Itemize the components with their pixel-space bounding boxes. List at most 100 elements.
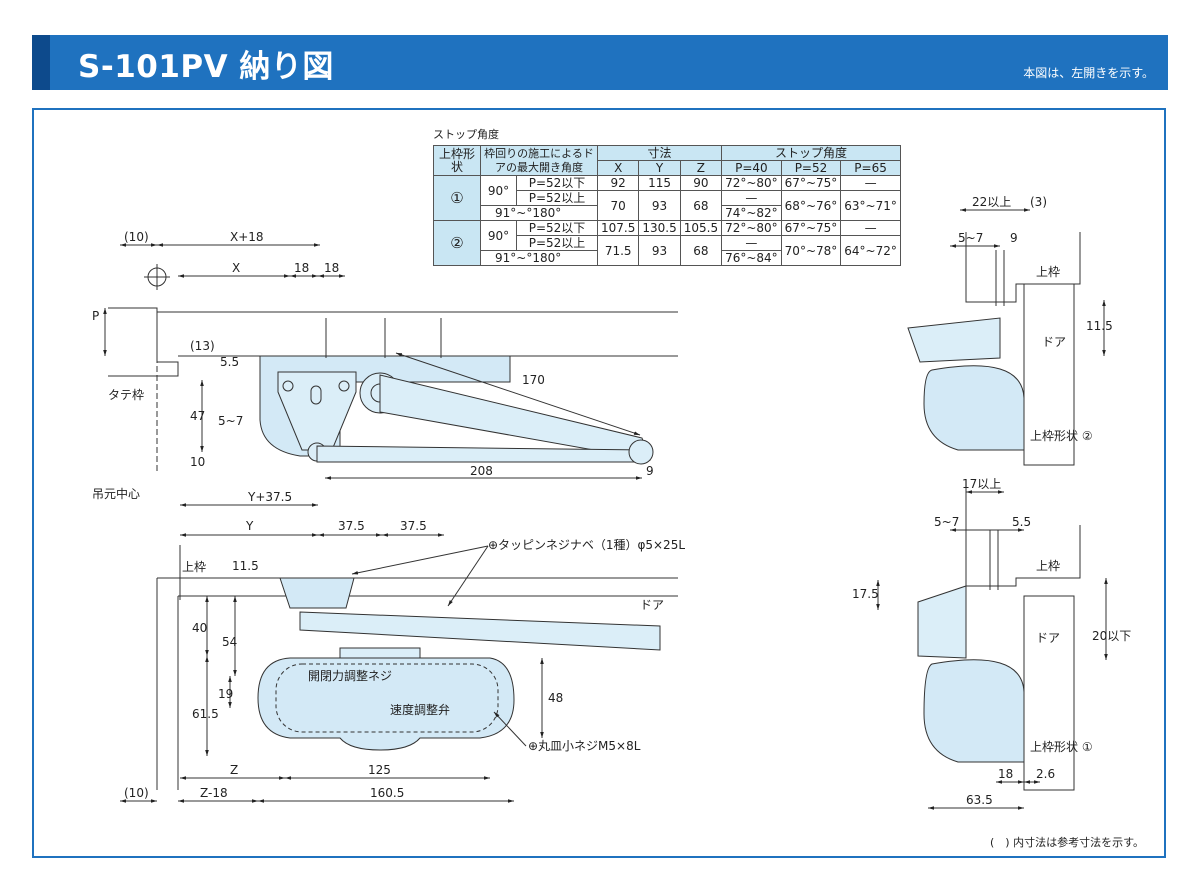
- page-title: S-101PV 納り図: [78, 49, 334, 85]
- dim-115b: 11.5: [1086, 319, 1113, 333]
- door-section-1: [1023, 595, 1075, 791]
- dim-18a: 18: [294, 261, 309, 275]
- table-cell: 68: [679, 235, 723, 266]
- label-adjust-speed: 速度調整弁: [390, 702, 450, 717]
- table-cell: 70: [596, 190, 640, 221]
- table-cell: 90: [679, 175, 723, 191]
- table-cell: 93: [638, 190, 681, 221]
- shape2-cell: ②: [433, 220, 481, 266]
- dim-z18: Z-18: [200, 786, 228, 800]
- dim-18b: 18: [324, 261, 339, 275]
- stop-angle-table: ストップ角度 上枠形状 枠回りの施工によるドアの最大開き角度 寸法 ストップ角度…: [433, 126, 901, 266]
- th-frame-shape: 上枠形状: [433, 145, 481, 176]
- table-cell: 130.5: [638, 220, 681, 236]
- dim-x: X: [232, 261, 240, 275]
- arm-plan: [299, 611, 661, 651]
- body-section-2: [923, 365, 1025, 451]
- table-cell: 93: [638, 235, 681, 266]
- dim-635: 63.5: [966, 793, 993, 807]
- frame-section-1: [965, 488, 1081, 587]
- table-cell: 72°~80°: [721, 175, 782, 191]
- dim-x18: X+18: [230, 230, 264, 244]
- dim-115: 11.5: [232, 559, 259, 573]
- closer-body-plan: [257, 657, 515, 751]
- dim-18c: 18: [998, 767, 1013, 781]
- label-screw-maru: ⊕丸皿小ネジM5×8L: [528, 739, 641, 753]
- dim-26: 2.6: [1036, 767, 1055, 781]
- arm-section-2: [907, 317, 1001, 363]
- dim-3: (3): [1030, 195, 1047, 209]
- label-shape1: 上枠形状 ①: [1030, 740, 1093, 754]
- body-section-1: [923, 659, 1025, 763]
- dim-375b: 37.5: [400, 519, 427, 533]
- label-door: ドア: [640, 598, 664, 612]
- dim-y: Y: [245, 519, 254, 533]
- table-cell: 63°~71°: [840, 190, 901, 221]
- frame-section-2: [965, 232, 1081, 303]
- dim-9: 9: [646, 464, 654, 478]
- bottom-view: [120, 503, 678, 803]
- dim-55: 5.5: [220, 355, 239, 369]
- label-door-1: ドア: [1036, 631, 1060, 645]
- dim-57c: 5~7: [934, 515, 959, 529]
- dim-10b: (10): [124, 786, 149, 800]
- dim-40: 40: [192, 621, 207, 635]
- label-uwaku-1: 上枠: [1036, 559, 1060, 573]
- table-cell: 115: [638, 175, 681, 191]
- jamb-outline: [108, 307, 179, 377]
- table-cell: 76°~84°: [721, 250, 782, 266]
- cond-cell: P=52以上: [516, 190, 598, 206]
- th-stop: ストップ角度: [721, 145, 901, 161]
- section-views-text: 22以上 (3) 5~7 9 11.5 上枠 ドア 上枠形状 ② 17以上 5~…: [852, 195, 1131, 807]
- header-bar: S-101PV 納り図 本図は、左開きを示す。: [32, 35, 1168, 90]
- dim-125: 125: [368, 763, 391, 777]
- arm-section-1: [917, 585, 967, 659]
- dim-10a: (10): [124, 230, 149, 244]
- th-x: X: [596, 160, 640, 176]
- label-uwaku-2: 上枠: [1036, 265, 1060, 279]
- dim-10: 10: [190, 455, 205, 469]
- th-z: Z: [679, 160, 723, 176]
- dim-22: 22以上: [972, 195, 1011, 209]
- deg180-cell: 91°~°180°: [480, 250, 598, 266]
- table-cell: 71.5: [596, 235, 640, 266]
- table-cell: 68°~76°: [780, 190, 842, 221]
- th-max-angle: 枠回りの施工によるドアの最大開き角度: [480, 145, 598, 176]
- deg90-cell: 90°: [479, 175, 518, 206]
- dim-13: (13): [190, 339, 215, 353]
- bolt-hole: [338, 380, 350, 392]
- dim-17: 17以上: [962, 477, 1001, 491]
- label-door-2: ドア: [1042, 335, 1066, 349]
- label-tate: タテ枠: [108, 388, 144, 402]
- th-dims: 寸法: [596, 145, 723, 161]
- dim-z: Z: [230, 763, 238, 777]
- dim-55b: 5.5: [1012, 515, 1031, 529]
- dim-47: 47: [190, 409, 205, 423]
- drawing-frame: [32, 108, 1166, 858]
- table-cell: 64°~72°: [840, 235, 901, 266]
- header-note: 本図は、左開きを示す。: [1023, 66, 1154, 80]
- bolt-hole: [282, 380, 294, 392]
- screws-top: [325, 318, 442, 358]
- dim-170: 170: [522, 373, 545, 387]
- label-shape2: 上枠形状 ②: [1030, 429, 1093, 443]
- dim-48: 48: [548, 691, 563, 705]
- dim-p: P: [92, 309, 99, 323]
- table-cell: 70°~78°: [780, 235, 842, 266]
- dim-20: 20以下: [1092, 629, 1131, 643]
- table-cell: 67°~75°: [780, 220, 842, 236]
- th-p65: P=65: [840, 160, 901, 176]
- top-view-text: (10) X+18 X 18 18 P (13) 5.5 47 5~7 10 1…: [92, 230, 654, 501]
- header-accent: [32, 35, 50, 90]
- footnote: ( ) 内寸法は参考寸法を示す。: [990, 836, 1144, 849]
- dim-57b: 5~7: [958, 231, 983, 245]
- dim-1605: 160.5: [370, 786, 404, 800]
- dim-615: 61.5: [192, 707, 219, 721]
- bottom-view-text: Y+37.5 Y 37.5 37.5 11.5 40 54 19 61.5 48…: [124, 490, 685, 800]
- dim-19: 19: [218, 687, 233, 701]
- dim-57a: 5~7: [218, 414, 243, 428]
- slot-hole: [310, 385, 322, 405]
- top-view: [103, 243, 678, 480]
- body-hidden-outline: [275, 663, 499, 733]
- stop-table-caption: ストップ角度: [433, 128, 499, 141]
